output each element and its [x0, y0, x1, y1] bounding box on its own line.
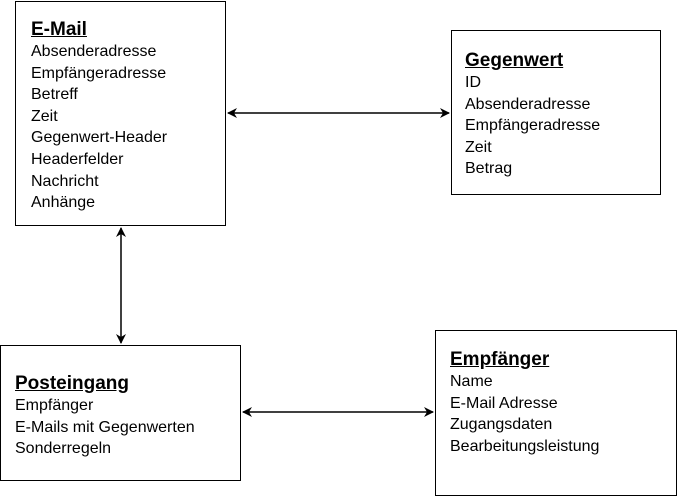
attribute-item: Headerfelder: [31, 150, 124, 168]
attribute-item: Gegenwert-Header: [31, 129, 168, 147]
attribute-list: Absenderadresse Empfängeradresse Betreff…: [31, 41, 167, 214]
entity-title: E-Mail: [31, 19, 87, 40]
entity-email[interactable]: E-Mail Absenderadresse Empfängeradresse …: [15, 1, 226, 226]
attribute-item: Absenderadresse: [31, 43, 157, 60]
entity-title: Empfänger: [450, 349, 550, 370]
attribute-item: Zeit: [465, 138, 492, 156]
attribute-item: Sonderregeln: [15, 440, 112, 458]
attribute-item: Empfängeradresse: [31, 64, 167, 82]
attribute-list: ID Absenderadresse Empfängeradresse Zeit…: [465, 72, 600, 180]
entity-gegenwert[interactable]: Gegenwert ID Absenderadresse Empfängerad…: [451, 30, 661, 195]
entity-title: Posteingang: [15, 373, 130, 394]
attribute-item: Empfängeradresse: [465, 117, 601, 135]
attribute-item: Zeit: [31, 107, 58, 125]
attribute-list: Empfänger E-Mails mit Gegenwerten Sonder…: [15, 395, 195, 460]
attribute-item: E-Mail Adresse: [450, 394, 558, 412]
entity-posteingang[interactable]: Posteingang Empfänger E-Mails mit Gegenw…: [0, 345, 241, 481]
attribute-item: Betreff: [31, 86, 78, 104]
attribute-item: Zugangsdaten: [450, 416, 553, 434]
attribute-item: E-Mails mit Gegenwerten: [15, 418, 195, 436]
attribute-item: Nachricht: [31, 172, 99, 190]
attribute-item: Anhänge: [31, 194, 96, 212]
entity-empfaenger[interactable]: Empfänger Name E-Mail Adresse Zugangsdat…: [435, 330, 677, 496]
attribute-list: Name E-Mail Adresse Zugangsdaten Bearbei…: [450, 371, 599, 457]
attribute-item: Absenderadresse: [465, 95, 591, 113]
attribute-item: Betrag: [465, 160, 513, 178]
attribute-item: ID: [465, 74, 481, 91]
attribute-item: Empfänger: [15, 397, 94, 414]
entity-title: Gegenwert: [465, 50, 564, 71]
attribute-item: Bearbeitungsleistung: [450, 437, 600, 455]
attribute-item: Name: [450, 373, 493, 390]
